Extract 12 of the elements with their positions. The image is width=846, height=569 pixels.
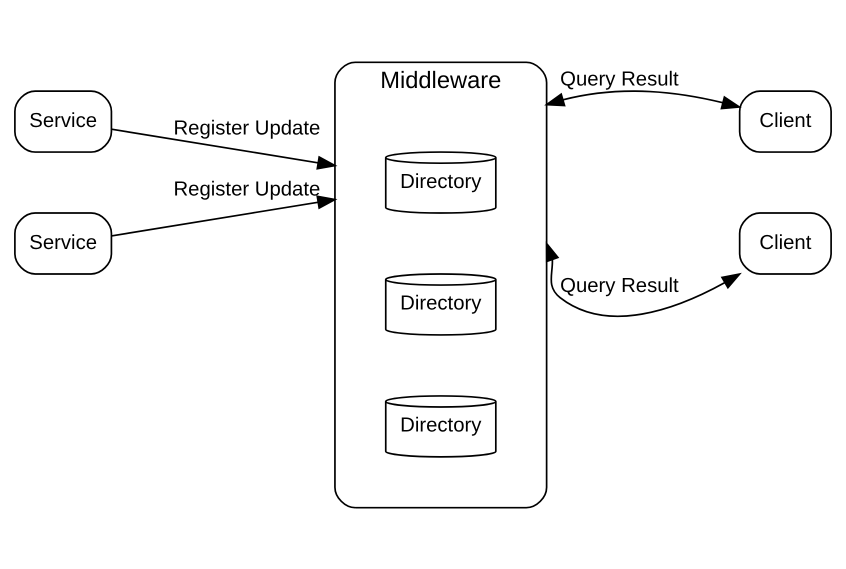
arrow: [111, 128, 338, 170]
arrow: [546, 240, 742, 316]
node-box: Service: [14, 90, 112, 152]
arrow: [544, 90, 742, 109]
node-box: Service: [14, 212, 112, 274]
node-box: Client: [738, 212, 832, 274]
edge-label: Query Result: [560, 274, 679, 296]
edge-label: Register Update: [174, 178, 320, 200]
edge-label: Query Result: [560, 68, 679, 90]
edge-label: Register Update: [174, 116, 320, 139]
node-box: Client: [738, 90, 832, 152]
arrow: [111, 194, 338, 236]
